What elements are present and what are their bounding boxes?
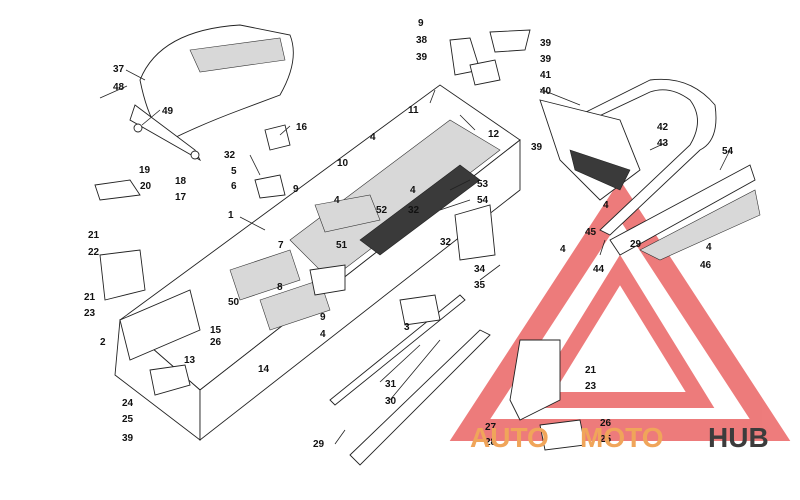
callout-label: 43 <box>657 138 669 149</box>
side-parts <box>94 29 586 466</box>
callout-label: 44 <box>593 264 605 275</box>
callout-label: 37 <box>113 64 125 75</box>
callout-label: 29 <box>313 439 325 450</box>
callout-label: 9 <box>293 184 299 195</box>
callout-label: 4 <box>410 185 416 196</box>
callout-label: 26 <box>210 337 222 348</box>
callout-label: 12 <box>488 129 500 140</box>
callout-label: 50 <box>228 297 240 308</box>
callout-label: 24 <box>122 398 134 409</box>
callout-label: 3 <box>404 322 410 333</box>
callout-label: 5 <box>231 166 237 177</box>
callout-label: 39 <box>531 142 543 153</box>
callout-label: 13 <box>184 355 196 366</box>
callout-label: 51 <box>336 240 348 251</box>
callout-label: 54 <box>477 195 489 206</box>
callout-label: 45 <box>585 227 597 238</box>
callout-label: 15 <box>210 325 222 336</box>
callout-label: 46 <box>700 260 712 271</box>
callout-label: 29 <box>630 239 642 250</box>
callout-label: 25 <box>600 434 612 445</box>
watermark-text: AUTO MOTO HUB <box>470 422 769 453</box>
callout-label: 9 <box>320 312 326 323</box>
callout-label: 26 <box>600 418 612 429</box>
callout-label: 4 <box>334 195 340 206</box>
callout-label: 25 <box>122 414 134 425</box>
callout-label: 23 <box>585 381 597 392</box>
callout-label: 10 <box>337 158 349 169</box>
callout-label: 42 <box>657 122 669 133</box>
callout-label: 31 <box>385 379 397 390</box>
callout-label: 8 <box>277 282 283 293</box>
callout-label: 9 <box>418 18 424 29</box>
callout-label: 35 <box>474 280 486 291</box>
callout-label: 18 <box>175 176 187 187</box>
callout-label: 4 <box>320 329 326 340</box>
callout-label: 4 <box>706 242 712 253</box>
callout-label: 4 <box>560 244 566 255</box>
callout-label: 34 <box>474 264 486 275</box>
callout-label: 52 <box>376 205 388 216</box>
callout-label: 54 <box>722 146 734 157</box>
callout-label: 21 <box>585 365 597 376</box>
callout-label: 21 <box>84 292 96 303</box>
callout-label: 11 <box>408 105 419 116</box>
callout-label: 1 <box>228 210 234 221</box>
callout-label: 32 <box>408 205 420 216</box>
callout-label: 16 <box>296 122 308 133</box>
callout-label: 30 <box>385 396 397 407</box>
callout-label: 20 <box>140 181 152 192</box>
callout-label: 39 <box>540 38 552 49</box>
callout-label: 14 <box>258 364 270 375</box>
callout-label: 22 <box>88 247 100 258</box>
seat-assembly <box>129 24 294 162</box>
callout-label: 39 <box>122 433 134 444</box>
callout-label: 28 <box>485 437 497 448</box>
callout-label: 38 <box>416 35 428 46</box>
callout-label: 41 <box>540 70 552 81</box>
leader-lines <box>99 69 731 445</box>
callout-label: 21 <box>88 230 100 241</box>
callout-label: 53 <box>477 179 489 190</box>
callout-label: 23 <box>84 308 96 319</box>
callout-label: 32 <box>440 237 452 248</box>
callout-label: 4 <box>370 132 376 143</box>
watermark-part3: HUB <box>708 422 769 453</box>
watermark-part1: AUTO <box>470 422 549 453</box>
callout-label: 19 <box>139 165 151 176</box>
callout-label: 4 <box>603 200 609 211</box>
callout-label: 27 <box>485 422 497 433</box>
rear-bumper <box>568 78 717 236</box>
callout-label: 32 <box>224 150 236 161</box>
callout-label: 17 <box>175 192 187 203</box>
callout-label: 40 <box>540 86 552 97</box>
callout-label: 39 <box>540 54 552 65</box>
callout-label: 39 <box>416 52 428 63</box>
rail-trim <box>609 164 761 261</box>
tunnel <box>114 84 521 441</box>
watermark-logo <box>449 179 791 441</box>
callout-label: 49 <box>162 106 174 117</box>
watermark-part2: MOTO <box>580 422 663 453</box>
callout-label: 7 <box>278 240 284 251</box>
callout-labels: 37 48 49 16 32 5 6 19 20 18 17 21 22 1 2… <box>84 18 734 450</box>
snow-flap <box>539 99 641 201</box>
callout-label: 48 <box>113 82 125 93</box>
callout-label: 6 <box>231 181 237 192</box>
callout-label: 2 <box>100 337 106 348</box>
